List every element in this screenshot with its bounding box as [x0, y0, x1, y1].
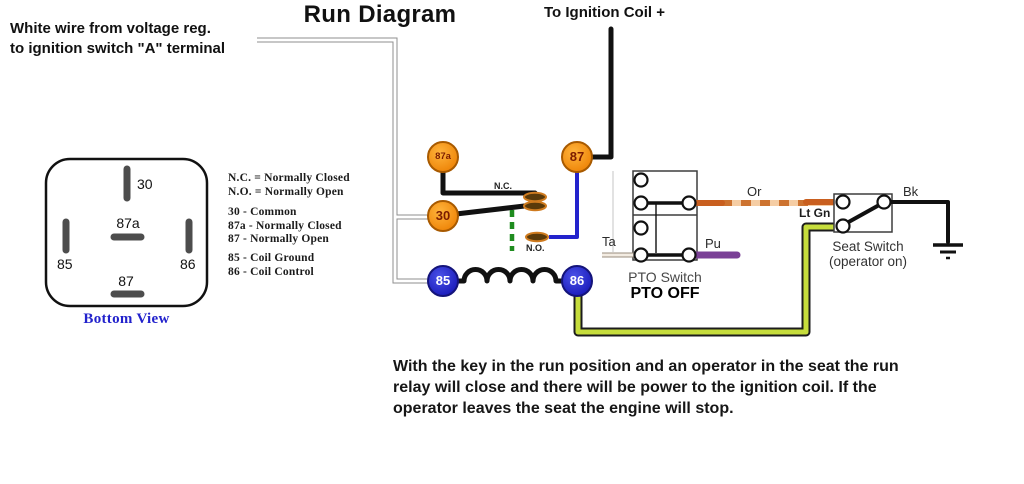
terminal-85 — [427, 265, 459, 297]
seat-terminal — [835, 194, 851, 210]
relay-armature — [453, 202, 536, 217]
ignition-coil-wire — [589, 26, 614, 160]
pin-label-85: 85 — [57, 256, 73, 272]
pto-terminal — [633, 195, 649, 211]
relay-coil — [454, 267, 565, 284]
terminal-86 — [561, 265, 593, 297]
pin-label-87: 87 — [118, 273, 134, 289]
nc-contact-upper — [523, 191, 547, 203]
pto-terminal — [633, 172, 649, 188]
legend-coil: 85 - Coil Ground 86 - Coil Control — [228, 252, 315, 278]
seat-switch-body — [833, 193, 963, 260]
pto-switch-label: PTO Switch — [628, 269, 702, 285]
relay-terminals — [427, 141, 593, 297]
terminal-87 — [561, 141, 593, 173]
nc-contact-lower — [523, 200, 547, 212]
purple-wire-label: Pu — [705, 236, 721, 251]
pto-terminal — [681, 195, 697, 211]
pin-label-30: 30 — [137, 176, 153, 192]
legend-terminals: 30 - Common 87a - Normally Closed 87 - N… — [228, 206, 342, 245]
description-text: With the key in the run position and an … — [393, 358, 899, 417]
pto-terminal — [633, 247, 649, 263]
pin-label-86: 86 — [180, 256, 196, 272]
pto-switch-state: PTO OFF — [630, 285, 700, 302]
no-contact — [525, 231, 549, 243]
terminal-30 — [427, 200, 459, 232]
white-wire — [257, 37, 429, 284]
terminal-label-87: 87 — [569, 149, 585, 164]
voltage-reg-note: White wire from voltage reg. to ignition… — [10, 20, 226, 57]
no-contact-label: N.O. — [526, 243, 545, 253]
bottom-view-caption: Bottom View — [83, 311, 170, 327]
pto-switch-body — [602, 170, 839, 263]
ground-symbol — [933, 243, 963, 260]
wire-87a-to-nc — [440, 168, 538, 196]
terminal-87a — [427, 141, 459, 173]
ignition-coil-note: To Ignition Coil + — [544, 4, 665, 21]
nc-contact-label: N.C. — [494, 181, 512, 191]
terminal-label-87a: 87a — [435, 151, 451, 162]
seat-switch-blade — [843, 202, 883, 226]
terminal-label-30: 30 — [435, 208, 451, 223]
lt-green-wire-label: Lt Gn — [799, 206, 831, 220]
seat-switch-label: Seat Switch — [832, 239, 904, 254]
blue-wire-no-to-87 — [549, 172, 579, 239]
lt-green-wire — [573, 222, 836, 337]
relay-bottom-view — [44, 157, 209, 308]
seat-switch-state: (operator on) — [828, 254, 908, 269]
terminal-label-85: 85 — [435, 273, 451, 288]
terminal-label-86: 86 — [569, 273, 585, 288]
orange-wire-label: Or — [747, 184, 762, 199]
black-wire-label: Bk — [903, 184, 919, 199]
seat-terminal — [835, 218, 851, 234]
pin-label-87a: 87a — [116, 215, 140, 231]
relay-schematic — [440, 168, 579, 284]
seat-terminal — [876, 194, 892, 210]
tan-wire-label: Ta — [602, 234, 616, 249]
page-title: Run Diagram — [303, 1, 457, 28]
black-ground-wire — [888, 200, 950, 244]
pto-terminal — [633, 220, 649, 236]
pto-terminal — [681, 247, 697, 263]
legend-contacts: N.C. = Normally Closed N.O. = Normally O… — [228, 172, 350, 198]
